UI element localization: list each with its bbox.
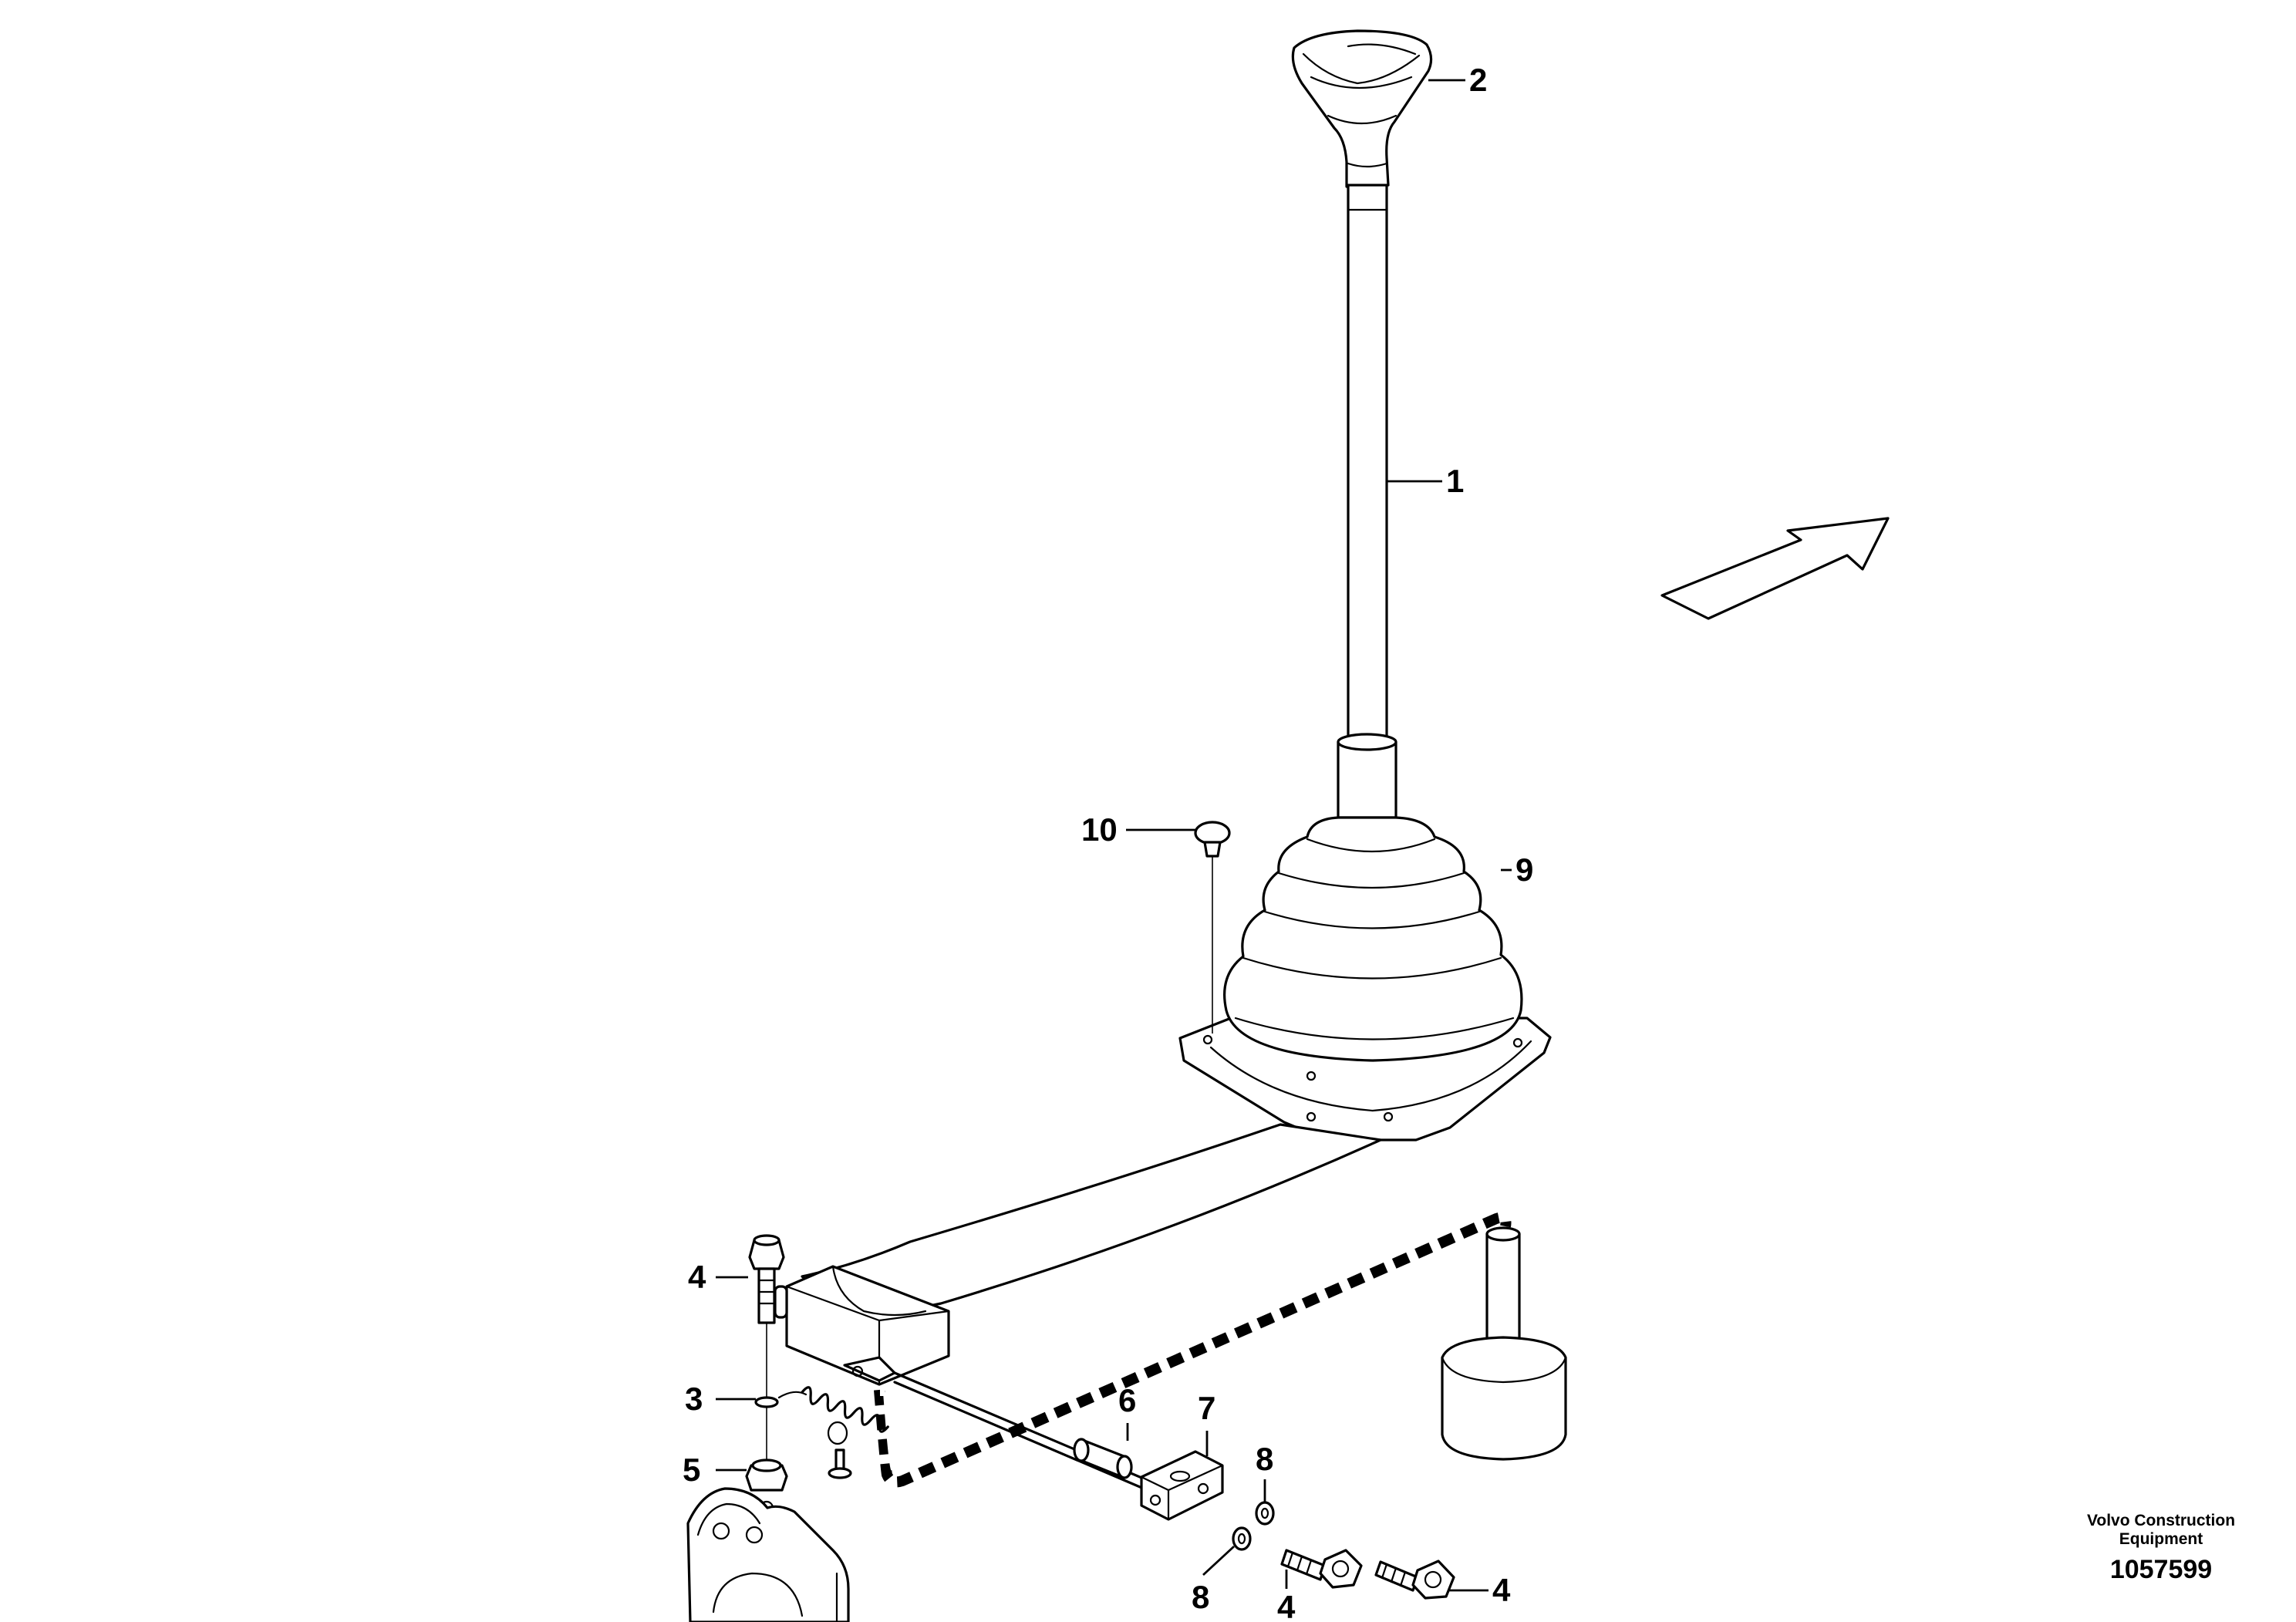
clip-pin (1194, 821, 1231, 1034)
callout-3: 3 (685, 1381, 703, 1417)
callout-5: 5 (683, 1452, 700, 1488)
reference-dashed-line (874, 1212, 1512, 1488)
callout-1: 1 (1446, 463, 1464, 499)
clamp-block (1140, 1450, 1224, 1521)
bolt-lower-middle (1280, 1549, 1363, 1589)
leader-lines (716, 79, 1512, 1592)
callout-2: 2 (1469, 62, 1487, 98)
lever-arm (774, 1123, 1382, 1386)
mounting-bracket (686, 1487, 850, 1622)
brand-line-2: Equipment (2119, 1530, 2203, 1548)
washer-3 (754, 1396, 779, 1408)
callout-6: 6 (1118, 1382, 1136, 1418)
bolt-lower-right (1374, 1560, 1455, 1600)
bolt-upper-left (748, 1234, 785, 1485)
callout-labels: 2 1 10 9 4 3 5 6 7 8 8 4 4 (683, 62, 1533, 1622)
spacer-sleeve (1073, 1438, 1133, 1479)
lever-shaft (1337, 184, 1397, 819)
direction-arrow-icon (1660, 517, 1890, 620)
washer-lower (1232, 1526, 1252, 1551)
callout-10: 10 (1081, 811, 1118, 848)
actuator-cylinder (1441, 1226, 1567, 1461)
rubber-boot (1178, 816, 1552, 1141)
callout-8-upper: 8 (1256, 1441, 1273, 1477)
callout-9: 9 (1515, 851, 1533, 888)
washer-upper (1255, 1501, 1275, 1526)
footer-block: Volvo Construction Equipment 1057599 (2087, 1512, 2235, 1584)
callout-8-lower: 8 (1192, 1579, 1209, 1615)
tension-spring (777, 1386, 889, 1479)
callout-7: 7 (1198, 1390, 1215, 1426)
callout-4-lower-middle: 4 (1277, 1589, 1296, 1622)
lever-knob (1291, 29, 1433, 188)
drawing-number: 1057599 (2110, 1555, 2212, 1584)
callout-4-upper: 4 (688, 1259, 706, 1295)
brand-line-1: Volvo Construction (2087, 1512, 2235, 1529)
callout-4-lower-right: 4 (1492, 1572, 1511, 1608)
